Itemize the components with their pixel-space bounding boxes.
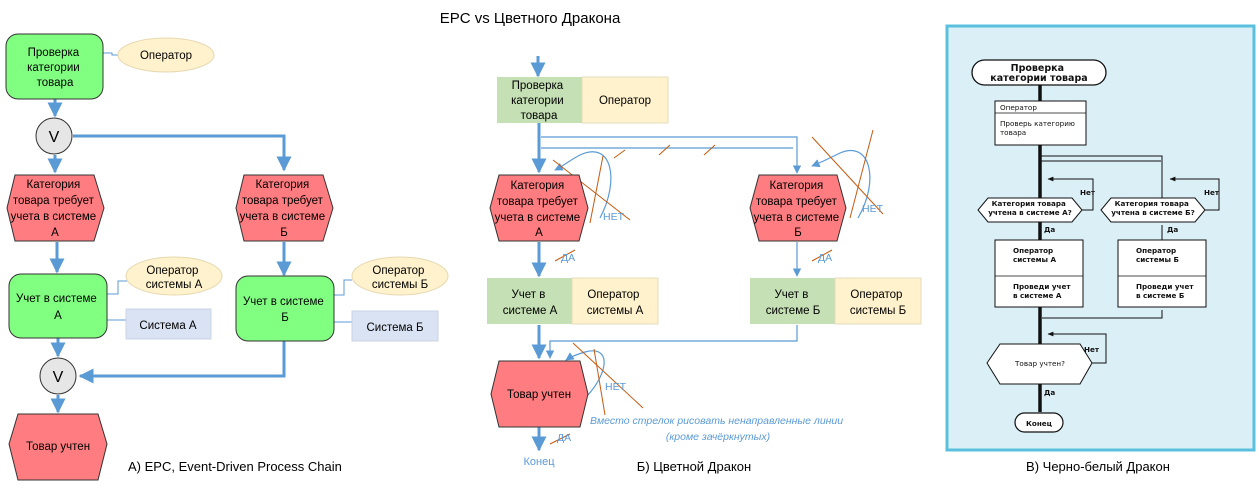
- drakon-action-a-label: Учет в системе А: [503, 289, 558, 317]
- bw-no-label-b: Нет: [1204, 188, 1220, 197]
- drakon-question-a-label: Категория товара требует учета в системе…: [495, 180, 584, 239]
- bw-header-label: Проверка категории товара: [990, 63, 1087, 84]
- bw-drakon-caption: В) Черно-белый Дракон: [1026, 459, 1170, 474]
- bw-question-done: [986, 343, 1093, 385]
- bw-role-b: Оператор системы Б: [1136, 246, 1179, 264]
- epc-xor-connector: [35, 117, 73, 155]
- bw-branch-lines: [1041, 155, 1220, 364]
- bw-question-b-label: Категория товара учтена в системе Б?: [1111, 199, 1195, 217]
- drakon-yes-label-b: ДА: [818, 252, 832, 264]
- drakon-role-b-label: Оператор системы Б: [850, 289, 906, 317]
- bw-yes-label-done: Да: [1044, 388, 1055, 397]
- epc-event-a-label: Категория товара требует учета в системе…: [11, 179, 100, 239]
- drakon-role-a: [571, 277, 659, 325]
- drakon-question-a: [489, 174, 589, 242]
- drakon-note: Вместо стрелок рисовать ненаправленные л…: [590, 415, 846, 443]
- epc-function-check-label: Проверка категории товара: [27, 47, 83, 89]
- bw-text-b: Проведи учет в системе Б: [1136, 282, 1196, 300]
- bw-question-done-label: Товар учтен?: [1014, 359, 1065, 368]
- drakon-question-b: [749, 174, 847, 242]
- bw-role-a: Оператор системы А: [1013, 246, 1056, 264]
- epc-function-a-label: Учет в системе А: [16, 293, 100, 322]
- bw-yes-label-b: Да: [1167, 225, 1178, 234]
- epc-arrows: [47, 99, 292, 414]
- diagram-title: EPC vs Цветного Дракона: [440, 10, 621, 27]
- drakon-action-check-label: Проверка категории товара: [511, 80, 567, 122]
- epc-xor-label: V: [49, 129, 60, 146]
- color-drakon-diagram: Проверка категории товара Оператор Катег…: [487, 56, 922, 474]
- bw-yes-label-a: Да: [1044, 225, 1055, 234]
- epc-function-a: [8, 273, 108, 339]
- epc-function-check: [5, 33, 104, 100]
- epc-diagram: Проверка категории товара Оператор V Кат…: [5, 33, 449, 481]
- color-drakon-lines: [530, 56, 871, 452]
- bw-question-a-label: Категория товара учтена в системе А?: [988, 199, 1072, 217]
- epc-role-b: [351, 256, 449, 296]
- epc-system-a-label: Система А: [139, 320, 197, 332]
- drakon-action-check: [497, 77, 582, 123]
- bw-panel: [945, 24, 1256, 452]
- drakon-role-a-label: Оператор системы А: [587, 289, 644, 317]
- epc-event-done-label: Товар учтен: [26, 441, 90, 453]
- epc-role-a-label: Оператор системы А: [146, 265, 203, 291]
- drakon-role-b: [834, 277, 922, 325]
- epc-event-b-label: Категория товара требует учета в системе…: [240, 179, 329, 239]
- drakon-no-label-b: НЕТ: [862, 203, 884, 215]
- drakon-action-b-label: Учет в системе Б: [766, 289, 821, 317]
- epc-function-b: [235, 275, 335, 342]
- drakon-action-a: [487, 278, 572, 324]
- epc-role-operator: [117, 37, 215, 73]
- drakon-question-done-label: Товар учтен: [507, 389, 571, 401]
- epc-role-b-label: Оператор системы Б: [372, 265, 428, 291]
- bw-drakon-diagram: Проверка категории товара Оператор Прове…: [945, 24, 1256, 474]
- drakon-yes-label-done: ДА: [557, 432, 571, 444]
- epc-assoc-lines: [103, 52, 352, 323]
- epc-role-a: [125, 256, 223, 296]
- arrow: [78, 341, 286, 384]
- drakon-role-check-label: Оператор: [599, 95, 651, 107]
- epc-system-b-label: Система Б: [366, 322, 423, 334]
- strike-marks: [549, 129, 884, 445]
- epc-role-operator-label: Оператор: [140, 50, 192, 62]
- drakon-role-check: [581, 76, 669, 124]
- arrow: [73, 134, 292, 172]
- epc-event-b: [235, 174, 334, 242]
- epc-xor-join: [39, 357, 77, 395]
- bw-action-a: [994, 239, 1084, 308]
- bw-end-terminal: [1014, 412, 1064, 433]
- drakon-no-label-a: НЕТ: [603, 211, 625, 223]
- epc-system-a: [125, 308, 212, 340]
- epc-system-b: [351, 310, 439, 342]
- drakon-end-label: Конец: [523, 456, 555, 468]
- epc-xor-join-label: V: [53, 369, 64, 386]
- drakon-yes-label-a: ДА: [561, 252, 575, 264]
- bw-action-check: [994, 100, 1087, 146]
- bw-text-a: Проведи учет в системе А: [1013, 282, 1073, 300]
- bw-question-b: [1100, 197, 1206, 223]
- bw-end-label: Конец: [1026, 419, 1053, 428]
- bw-action-b: [1117, 239, 1207, 308]
- epc-event-a: [6, 174, 105, 242]
- epc-caption: А) EPC, Event-Driven Process Chain: [128, 459, 342, 474]
- bw-no-label-done: Нет: [1084, 345, 1100, 354]
- bw-question-a: [977, 197, 1083, 223]
- drakon-question-done: [490, 360, 589, 428]
- bw-action-role: Оператор: [1000, 103, 1037, 112]
- epc-function-b-label: Учет в системе Б: [243, 296, 327, 324]
- drakon-action-b: [750, 278, 835, 324]
- bw-action-text: Проверь категорию товара: [1000, 119, 1077, 137]
- bw-header-terminal: [971, 59, 1107, 86]
- epc-event-done: [8, 413, 108, 481]
- bw-no-label-a: Нет: [1080, 188, 1096, 197]
- color-drakon-caption: Б) Цветной Дракон: [637, 459, 751, 474]
- drakon-no-label-done: НЕТ: [605, 381, 627, 393]
- drakon-question-b-label: Категория товара требует учета в системе…: [754, 180, 843, 239]
